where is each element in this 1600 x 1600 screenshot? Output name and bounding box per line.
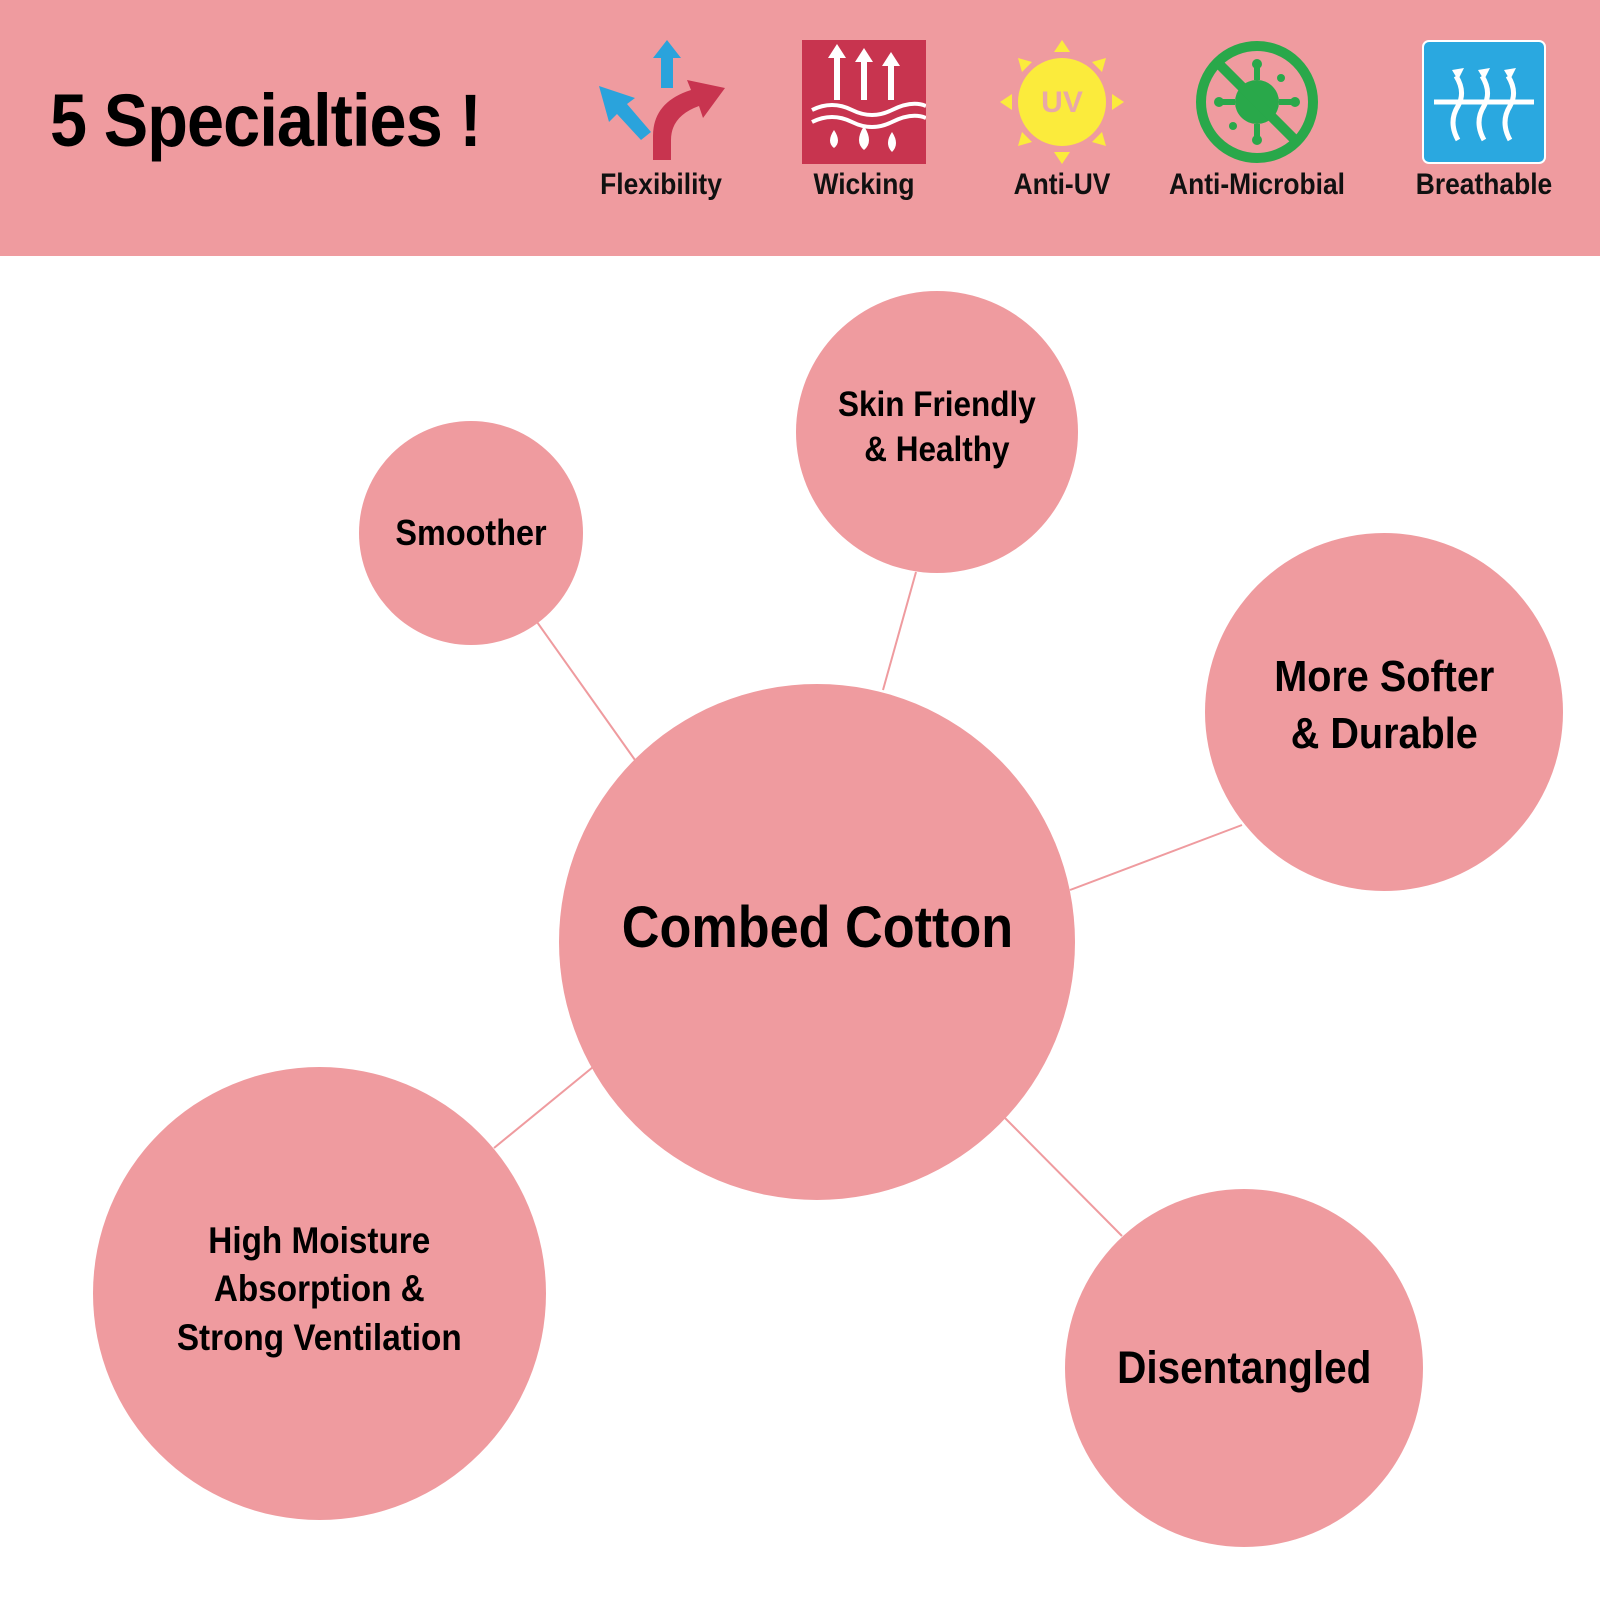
bubble-smoother: Smoother — [359, 421, 583, 645]
moisture-wicking-icon — [802, 40, 926, 164]
no-microbe-icon — [1196, 41, 1318, 163]
airflow-icon — [1422, 40, 1546, 164]
header-banner: 5 Specialties ! Flexibility — [0, 0, 1600, 256]
feature-anti-microbial: Anti-Microbial — [1157, 40, 1357, 210]
connector-moisture — [493, 1066, 594, 1149]
feature-label: Flexibility — [600, 168, 722, 201]
sun-uv-icon: UV — [1000, 40, 1124, 164]
feature-label: Anti-Microbial — [1169, 168, 1345, 201]
connector-disentangled — [1004, 1117, 1123, 1237]
bubble-label: More Softer & Durable — [1273, 651, 1495, 758]
connector-smoother — [536, 621, 636, 761]
feature-wicking: Wicking — [764, 40, 964, 210]
page-title: 5 Specialties ! — [50, 79, 482, 162]
connector-softer — [1069, 824, 1243, 891]
bubble-disentangled: Disentangled — [1065, 1189, 1423, 1547]
branching-arrows-icon — [599, 40, 725, 160]
feature-breathable: Breathable — [1384, 40, 1584, 210]
connector-skin-friendly — [882, 571, 917, 691]
bubble-label: Disentangled — [1116, 1341, 1372, 1393]
center-bubble: Combed Cotton — [559, 684, 1075, 1200]
bubble-moisture-ventilation: High Moisture Absorption & Strong Ventil… — [93, 1067, 546, 1520]
bubble-label: Smoother — [395, 511, 547, 553]
feature-label: Anti-UV — [1013, 168, 1111, 201]
uv-icon-text: UV — [1041, 86, 1083, 119]
bubble-label: High Moisture Absorption & Strong Ventil… — [177, 1220, 462, 1358]
center-label: Combed Cotton — [621, 895, 1013, 961]
feature-label: Breathable — [1415, 168, 1553, 201]
feature-flexibility: Flexibility — [561, 40, 761, 210]
feature-label: Wicking — [813, 168, 915, 201]
bubble-skin-friendly: Skin Friendly & Healthy — [796, 291, 1078, 573]
feature-anti-uv: UV Anti-UV — [962, 40, 1162, 210]
bubble-label: Skin Friendly & Healthy — [838, 384, 1036, 470]
bubble-softer-durable: More Softer & Durable — [1205, 533, 1563, 891]
